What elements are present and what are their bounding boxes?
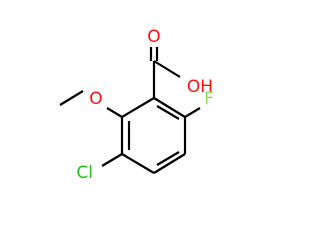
bond-ring-4 [121,153,155,174]
structure-diagram: O OH O Cl F [59,27,214,183]
bond-ring-cl [101,153,123,167]
bond-ring-f [184,107,201,118]
bond-ring-6 [121,97,155,118]
molecule-drawing: O OH O Cl F [59,27,214,183]
atom-label-hydroxyl: OH [187,77,213,97]
bond-ring-3 [153,153,186,174]
bond-ring-3-inner [156,151,180,166]
atom-label-fluorine: F [204,89,214,109]
atom-label-carbonyl-oxygen: O [147,27,160,47]
atom-label-methoxy-oxygen: O [89,89,102,109]
bond-ring-methoxy [106,107,123,118]
bond-ring-1 [153,97,186,118]
bond-methoxy-methyl [59,90,84,106]
bond-ring-1-inner [156,105,180,120]
bond-carboxyl-oh [153,60,181,78]
atom-label-chlorine: Cl [76,163,93,183]
